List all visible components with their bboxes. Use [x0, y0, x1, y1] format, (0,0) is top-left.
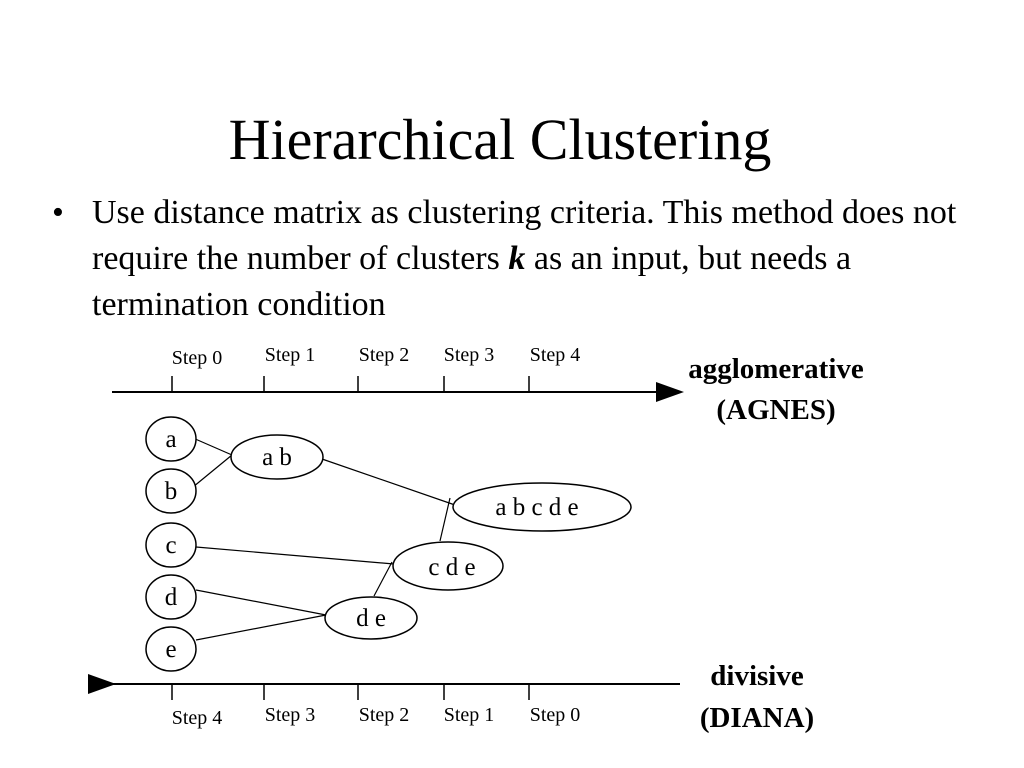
edge-ab-abcde — [321, 458, 456, 506]
edge-d-de — [195, 589, 327, 616]
edge-b-ab — [192, 454, 233, 488]
node-abcde: a b c d e — [452, 482, 632, 532]
node-de: d e — [324, 596, 418, 640]
bottom-step-label-3: Step 1 — [444, 704, 495, 726]
node-d: d — [145, 574, 197, 620]
edge-e-de — [195, 614, 327, 641]
node-ab-label: a b — [262, 444, 292, 471]
agglomerative-label: agglomerative — [688, 353, 864, 385]
top-step-label-2: Step 2 — [359, 344, 410, 366]
top-step-label-0: Step 0 — [172, 347, 223, 369]
bullet-marker: • — [52, 194, 64, 231]
node-a-label: a — [165, 426, 176, 453]
agglomerative-axis: Step 0 Step 1 Step 2 Step 3 Step 4 — [112, 344, 684, 402]
bullet-text-before: Use distance matrix as clustering criter… — [92, 194, 957, 277]
bottom-step-label-1: Step 3 — [265, 704, 316, 726]
node-de-label: d e — [356, 605, 386, 632]
edge-de-cde — [373, 561, 393, 597]
node-cde-label: c d e — [428, 554, 475, 581]
agnes-label: (AGNES) — [716, 394, 835, 426]
node-c: c — [145, 522, 197, 568]
bullet-text: Use distance matrix as clustering criter… — [92, 190, 982, 328]
node-cde: c d e — [392, 541, 504, 591]
node-e: e — [145, 626, 197, 672]
edge-a-ab — [192, 437, 233, 456]
slide-title: Hierarchical Clustering — [228, 107, 772, 172]
divisive-label: divisive — [710, 660, 804, 692]
node-c-label: c — [165, 532, 176, 559]
node-d-label: d — [165, 584, 178, 611]
bottom-step-label-2: Step 2 — [359, 704, 410, 726]
node-b: b — [145, 468, 197, 514]
top-step-label-3: Step 3 — [444, 344, 495, 366]
bottom-step-label-4: Step 0 — [530, 704, 581, 726]
edge-cde-abcde — [439, 497, 451, 542]
node-ab: a b — [230, 434, 324, 480]
node-a: a — [145, 416, 197, 462]
node-e-label: e — [165, 636, 176, 663]
bottom-step-label-0: Step 4 — [172, 707, 223, 729]
bullet-emphasis-k: k — [508, 240, 526, 277]
edge-c-cde — [195, 546, 395, 565]
cluster-connections — [192, 437, 456, 641]
top-step-label-1: Step 1 — [265, 344, 316, 366]
node-b-label: b — [165, 478, 178, 505]
bullet-text-after: as an input, but needs a termination con… — [92, 240, 852, 323]
diana-label: (DIANA) — [700, 702, 814, 734]
top-step-label-4: Step 4 — [530, 344, 581, 366]
divisive-axis: Step 4 Step 3 Step 2 Step 1 Step 0 — [88, 674, 680, 729]
node-abcde-label: a b c d e — [495, 494, 578, 521]
